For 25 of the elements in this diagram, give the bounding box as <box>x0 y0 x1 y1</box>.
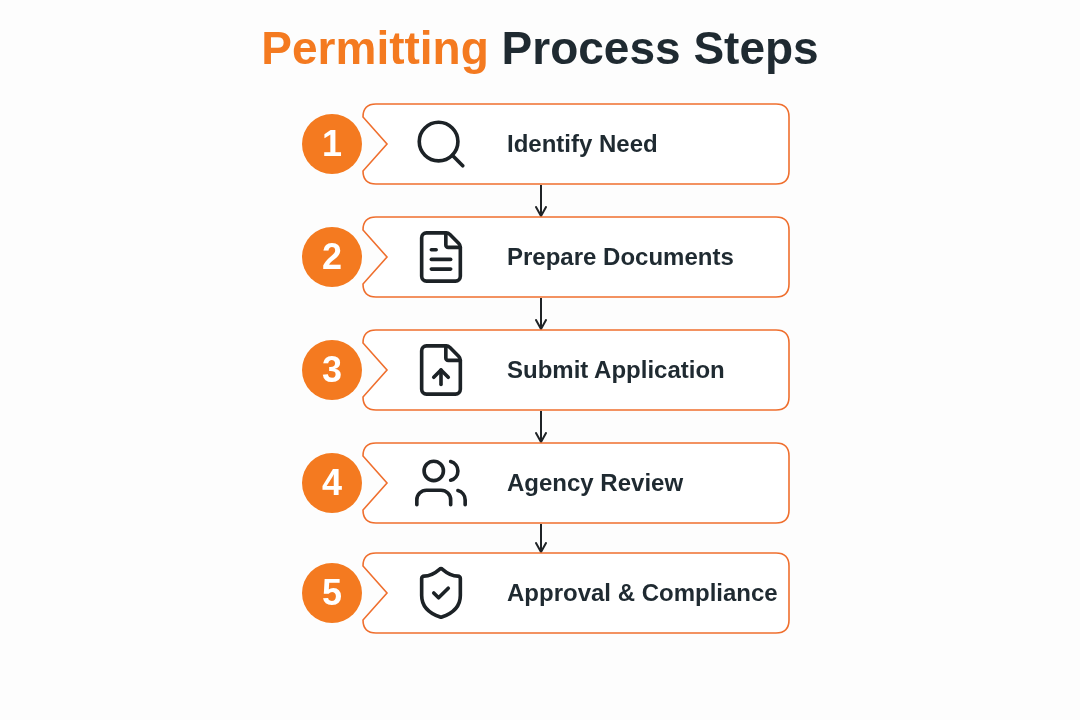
arrow <box>535 184 547 217</box>
step-label: Agency Review <box>507 468 684 498</box>
step-number: 4 <box>322 463 342 503</box>
number-circle <box>302 114 362 174</box>
step-label: Identify Need <box>507 129 658 159</box>
arrow <box>535 410 547 443</box>
step-label: Approval & Compliance <box>507 578 778 608</box>
step-box <box>362 103 790 185</box>
step-number: 1 <box>322 124 342 164</box>
step-number: 2 <box>322 237 342 277</box>
arrow <box>535 523 547 553</box>
step-box <box>362 442 790 524</box>
step-box <box>362 216 790 298</box>
number-circle <box>302 227 362 287</box>
step-number: 3 <box>322 350 342 390</box>
number-circle <box>302 453 362 513</box>
step-box <box>362 329 790 411</box>
step-label: Prepare Documents <box>507 242 734 272</box>
step-label: Submit Application <box>507 355 725 385</box>
title: Permitting Process Steps <box>261 21 819 76</box>
step-number: 5 <box>322 573 342 613</box>
number-circle <box>302 563 362 623</box>
arrow <box>535 297 547 330</box>
number-circle <box>302 340 362 400</box>
step-box <box>362 552 790 634</box>
